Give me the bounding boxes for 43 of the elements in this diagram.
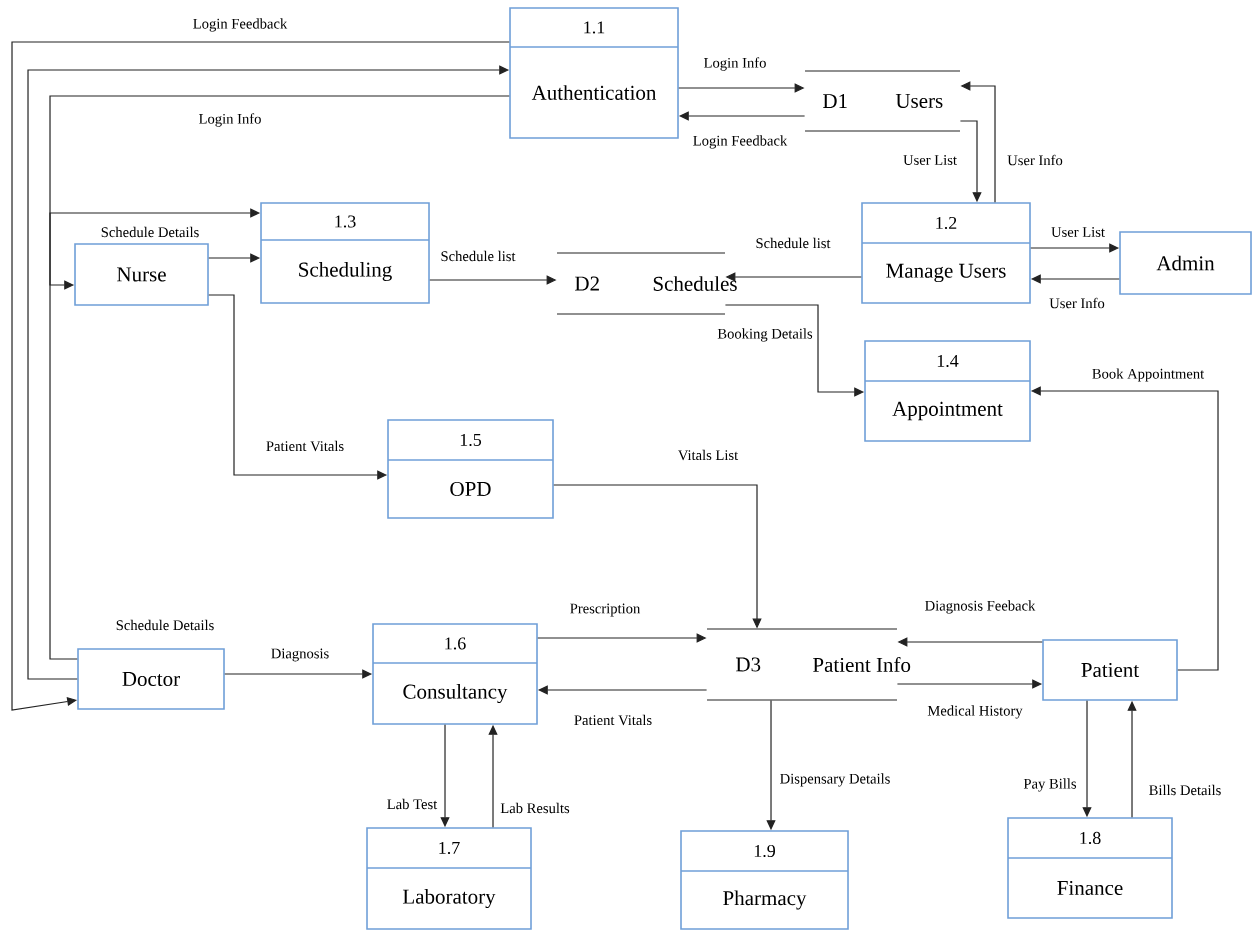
entity-box: Nurse xyxy=(74,243,209,306)
edge-label: Login Info xyxy=(196,111,264,129)
edge-label: Dispensary Details xyxy=(777,771,893,789)
data-store: D1 Users xyxy=(804,70,961,132)
edge-label: Prescription xyxy=(567,601,643,619)
edge-label: Medical History xyxy=(925,703,1025,721)
data-store: D2 Schedules xyxy=(556,252,737,315)
process-box: 1.7 Laboratory xyxy=(366,827,532,930)
edge-label: Login Feedback xyxy=(190,16,290,34)
edge-label: Schedule Details xyxy=(98,224,202,240)
edge-label: Diagnosis Feeback xyxy=(922,598,1038,616)
edge-label: User List xyxy=(901,153,959,167)
edge-label: Login Feedback xyxy=(690,133,790,151)
entity-box: Admin xyxy=(1119,231,1252,295)
data-store: D3 Patient Info xyxy=(706,628,911,701)
edge-label: Schedule Details xyxy=(113,617,217,633)
edge-label: Patient Vitals xyxy=(263,438,347,454)
process-box: 1.2 Manage Users xyxy=(861,202,1031,304)
entity-box: Patient xyxy=(1042,639,1178,701)
process-box: 1.3 Scheduling xyxy=(260,202,430,304)
edge-label: User List xyxy=(1049,225,1107,239)
edge-label: Diagnosis xyxy=(268,646,332,664)
edge-label: Book Appointment xyxy=(1089,366,1207,384)
process-box: 1.8 Finance xyxy=(1007,817,1173,919)
entity-box: Doctor xyxy=(77,648,225,710)
edge-label: Lab Results xyxy=(498,800,572,816)
process-box: 1.9 Pharmacy xyxy=(680,830,849,930)
edge-label: Bills Details xyxy=(1146,782,1224,798)
arrow xyxy=(49,95,510,290)
process-box: 1.5 OPD xyxy=(387,419,554,519)
edge-label: Pay Bills xyxy=(1021,776,1079,794)
edge-label: User Info xyxy=(1047,295,1107,311)
edge-label: Login Info xyxy=(701,55,769,73)
process-box: 1.4 Appointment xyxy=(864,340,1031,442)
process-box: 1.6 Consultancy xyxy=(372,623,538,725)
edge-label: Booking Details xyxy=(715,326,815,344)
edge-label: Schedule list xyxy=(438,248,518,264)
edge-label: Lab Test xyxy=(384,796,440,812)
edge-label: Schedule list xyxy=(753,235,833,251)
edge-label: Vitals List xyxy=(675,447,741,463)
edge-label: Patient Vitals xyxy=(571,712,655,728)
edge-label: User Info xyxy=(1005,152,1065,168)
process-box: 1.1 Authentication xyxy=(509,7,679,139)
